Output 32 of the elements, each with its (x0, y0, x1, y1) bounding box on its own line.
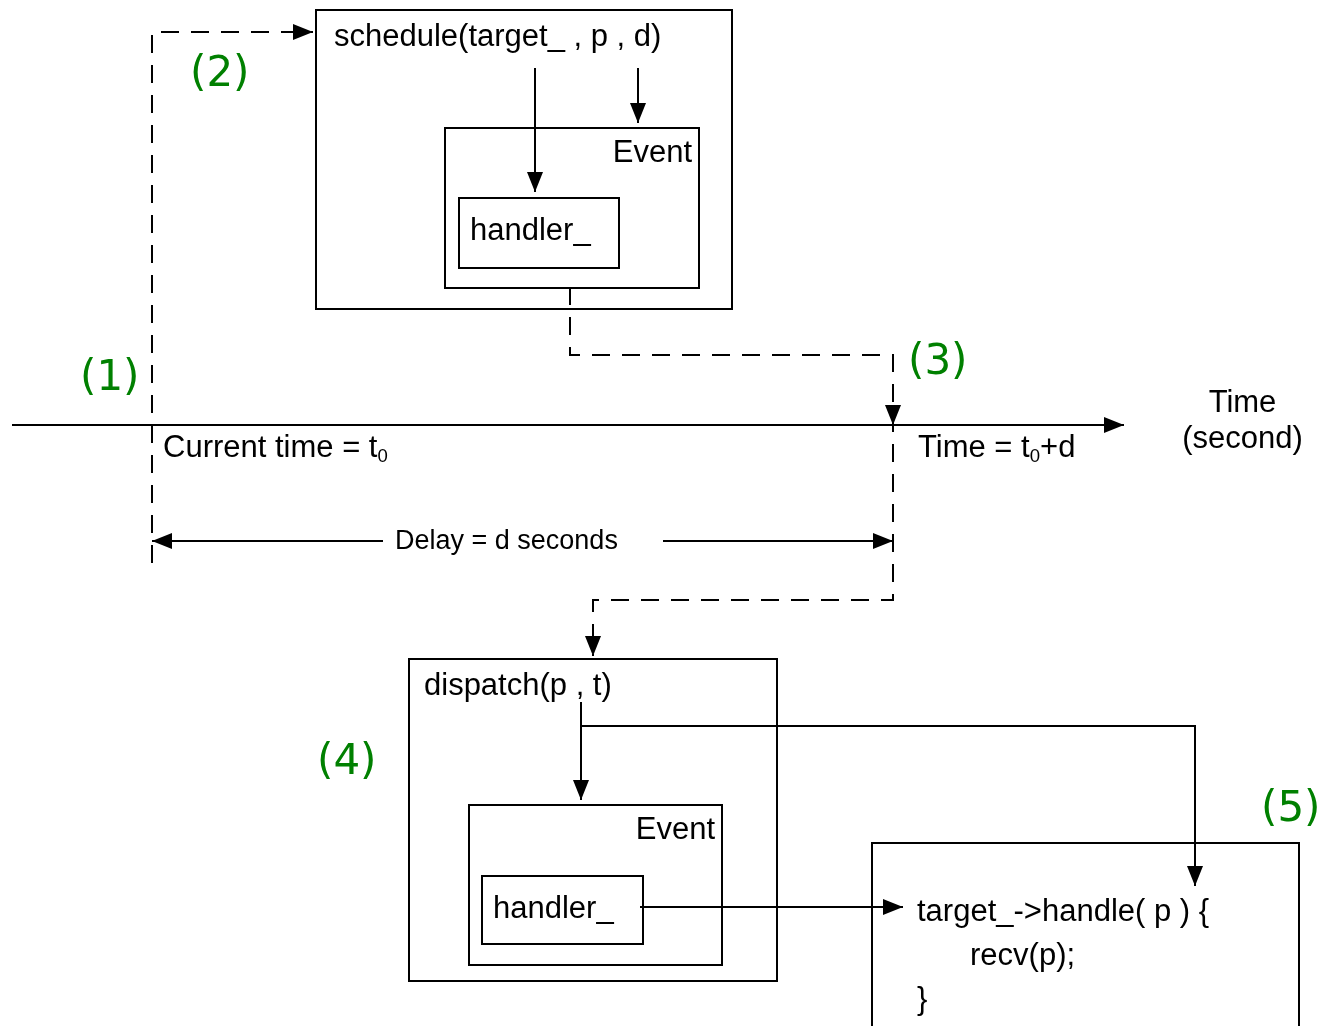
box-label: schedule(target_ , p , d) (334, 19, 662, 54)
arrow (580, 725, 1203, 887)
arrow (573, 701, 589, 801)
handler-box (481, 875, 644, 945)
axis-label: Time = t$_{0}$+d (918, 429, 1076, 466)
axis-label: Current time = t$_{0}$ (163, 429, 388, 466)
code-line: recv(p); (970, 938, 1076, 973)
event-box (444, 127, 700, 289)
arrow (527, 67, 543, 193)
arrow (630, 67, 646, 124)
box-label: dispatch(p , t) (424, 668, 612, 703)
box-label: Event (635, 812, 715, 847)
box-label: Event (612, 135, 692, 170)
code-line: target_->handle( p ) { (917, 894, 1210, 929)
function-box (408, 658, 778, 982)
handler-box (458, 197, 620, 269)
box-label: handler_ (493, 891, 614, 926)
arrow (639, 899, 904, 915)
box-label: handler_ (470, 213, 591, 248)
step-number: (4) (317, 736, 377, 785)
step-number: (2) (190, 48, 250, 97)
step-number: (3) (908, 336, 968, 385)
function-box (315, 9, 733, 310)
dashed-arrow (151, 24, 314, 564)
dimension-label: Delay = d seconds (395, 525, 618, 557)
code-box (871, 842, 1300, 1026)
dashed-arrow (569, 286, 901, 657)
step-number: (1) (80, 352, 140, 401)
step-number: (5) (1261, 783, 1321, 832)
code-line: } (917, 982, 928, 1017)
axis-title: Time (second) (1181, 384, 1304, 456)
event-box (468, 804, 723, 966)
